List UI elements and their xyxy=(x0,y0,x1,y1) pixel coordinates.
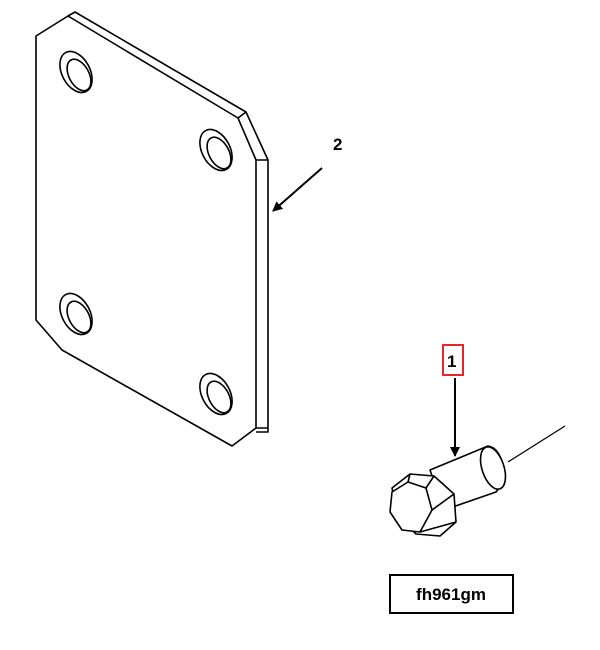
hex-bolt xyxy=(389,425,566,537)
callout-1-highlight-box xyxy=(442,344,464,376)
mounting-plate xyxy=(35,11,269,447)
plate-hole-bottom-right xyxy=(199,372,233,416)
bolt-head-edges xyxy=(407,473,457,533)
plate-hole-bottom-left xyxy=(59,292,93,336)
plate-hole-top-left xyxy=(59,50,93,94)
bolt-head-face xyxy=(389,481,433,533)
figure-id-label: fh961gm xyxy=(416,585,486,604)
plate-hole-top-right xyxy=(199,128,233,172)
bolt-centerline xyxy=(507,425,566,463)
callout-2-leader xyxy=(272,167,323,212)
plate-thickness-edge xyxy=(67,11,269,433)
callout-2-label: 2 xyxy=(333,135,342,154)
plate-front-face xyxy=(35,15,257,447)
callout-1-label: 1 xyxy=(447,352,456,371)
figure-id-box xyxy=(389,574,514,614)
bolt-shank-end xyxy=(479,446,507,490)
